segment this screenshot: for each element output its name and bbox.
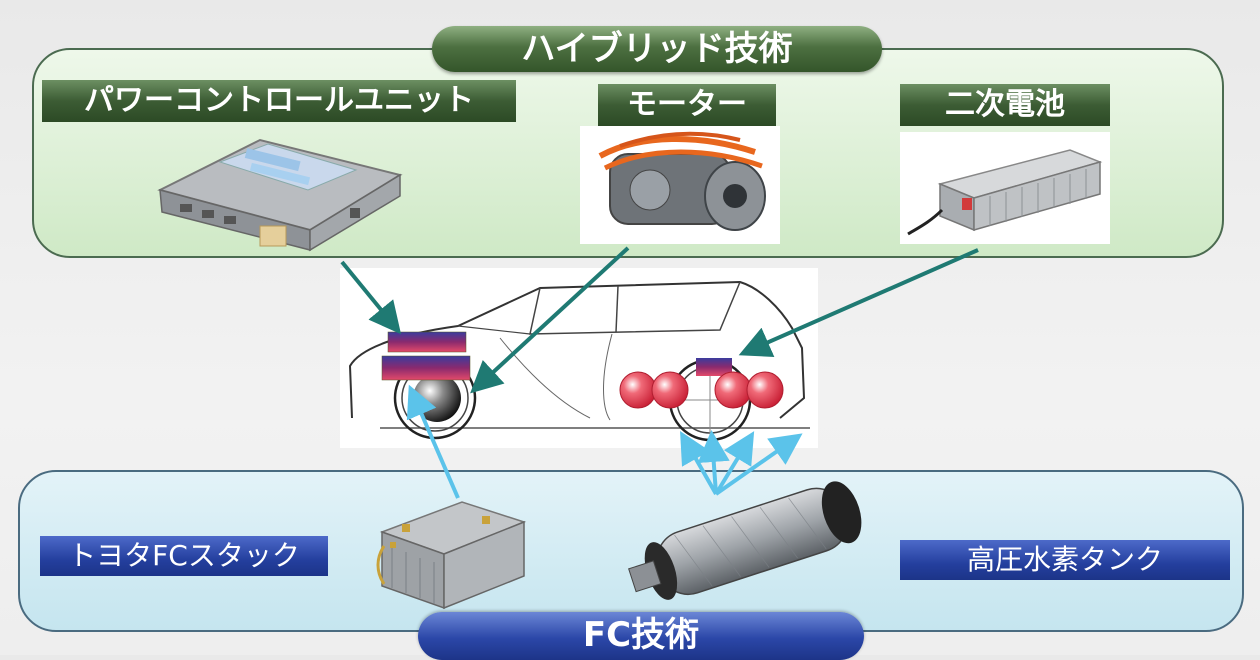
battery-marker <box>696 358 732 376</box>
pcu-label: パワーコントロールユニット <box>42 80 516 122</box>
car-outline <box>348 280 810 442</box>
motor-wheel-marker <box>413 374 461 422</box>
fc-stack-label: トヨタFCスタック <box>40 536 328 576</box>
hydrogen-tank-label: 高圧水素タンク <box>900 540 1230 580</box>
fc-stack-photo <box>376 501 527 610</box>
car-diagram <box>340 268 818 448</box>
pcu-marker-upper <box>387 331 467 353</box>
battery-photo-frame <box>900 132 1110 244</box>
pcu-photo <box>157 138 403 252</box>
motor-photo <box>598 131 766 231</box>
hybrid-tech-title: ハイブリッド技術 <box>432 26 882 72</box>
pcu-marker-lower <box>381 355 471 381</box>
hydrogen-tank-markers <box>619 371 784 409</box>
fc-tech-title: FC技術 <box>418 612 864 660</box>
battery-photo <box>907 149 1103 236</box>
battery-label: 二次電池 <box>900 84 1110 126</box>
hydrogen-tank-photo <box>628 481 862 600</box>
motor-photo-frame <box>580 126 780 244</box>
motor-label: モーター <box>598 84 776 126</box>
